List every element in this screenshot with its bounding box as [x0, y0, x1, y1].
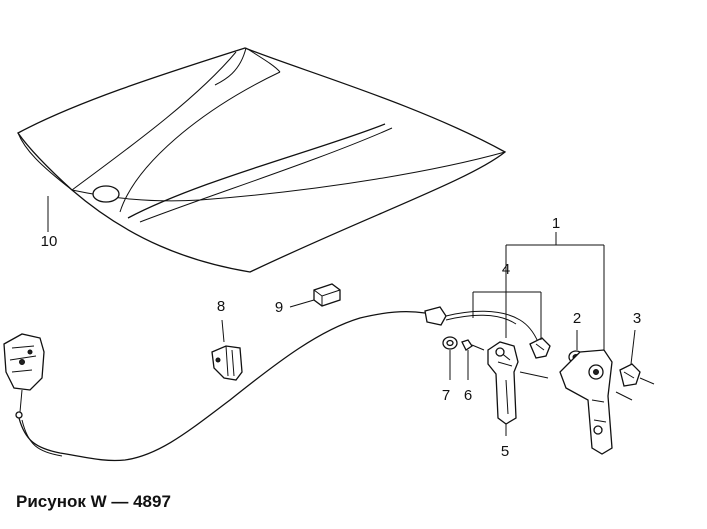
figure-caption: Рисунок W — 4897 [16, 492, 171, 511]
hood-lock [3, 333, 45, 419]
latch-bracket [519, 349, 633, 455]
lock-lever [487, 341, 519, 436]
label-part-10: 10 [41, 233, 58, 250]
bolt-washer [442, 336, 485, 380]
cable-clip [289, 283, 341, 308]
label-part-1: 1 [552, 215, 560, 232]
label-part-7: 7 [442, 387, 450, 404]
spring-clip [529, 337, 551, 359]
release-cable [18, 306, 539, 462]
clip-nut [619, 363, 655, 387]
label-part-8: 8 [217, 298, 225, 315]
label-part-4: 4 [502, 261, 510, 278]
label-part-5: 5 [501, 443, 509, 460]
label-part-2: 2 [573, 310, 581, 327]
hood-panel [17, 47, 507, 273]
leader-lines [47, 196, 636, 365]
label-part-6: 6 [464, 387, 472, 404]
cable-guide-bracket [211, 319, 243, 381]
label-part-3: 3 [633, 310, 641, 327]
label-part-9: 9 [275, 299, 283, 316]
